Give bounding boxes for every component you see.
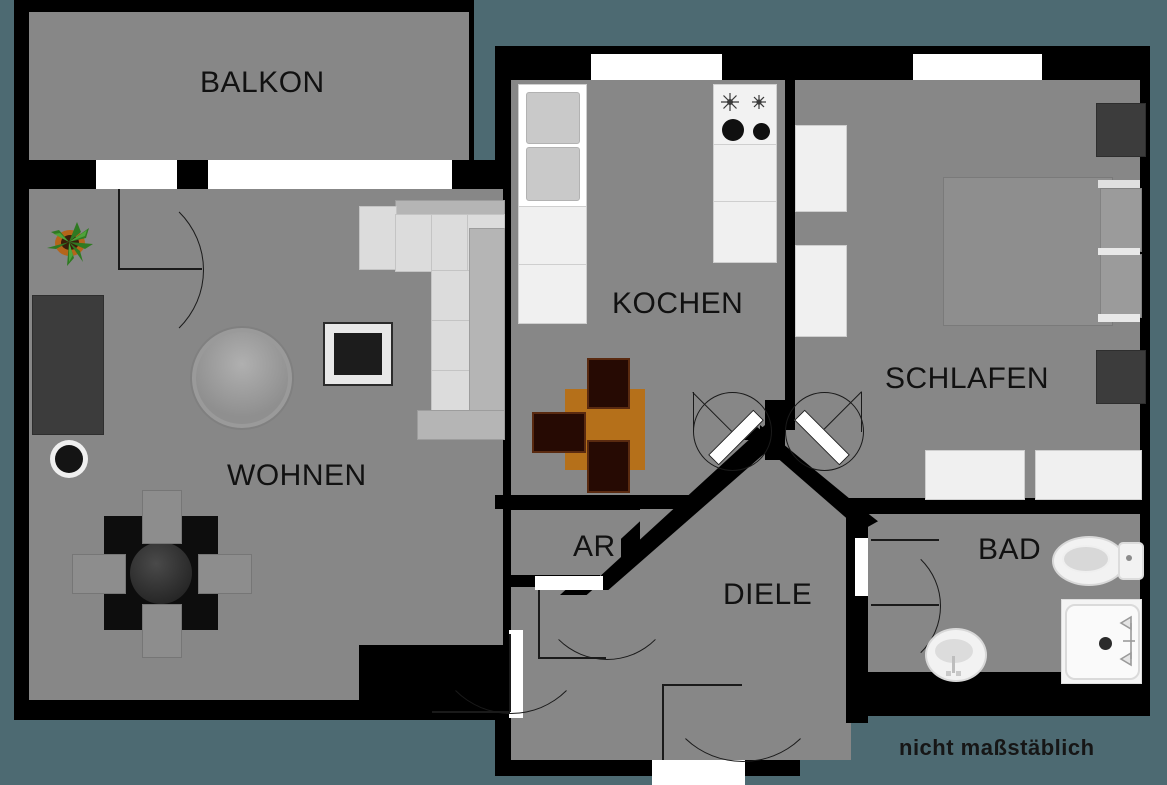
round-table-icon [190, 326, 294, 430]
scale-note: nicht maßstäblich [899, 735, 1095, 760]
speaker-icon [50, 440, 88, 478]
door-swing-entry [662, 684, 824, 762]
nightstand-top [1096, 103, 1146, 157]
sofa-seat-a [359, 206, 397, 270]
bed-headboard-upper [1098, 180, 1140, 188]
room-floor-balkon [29, 12, 469, 160]
bed-headboard-lower [1098, 248, 1140, 255]
sofa-seat-b [395, 214, 433, 272]
kitchen-cabinet-left-1 [518, 206, 587, 266]
window-balkon-left [96, 160, 177, 189]
window-diele-entry [652, 760, 745, 785]
toilet-icon [1052, 536, 1144, 586]
door-swing-diele-kochen [692, 392, 772, 471]
nightstand-bottom [1096, 350, 1146, 404]
bed-icon [943, 177, 1113, 326]
kitchen-chair-top [587, 358, 630, 409]
sink-icon [925, 628, 987, 682]
bed-pillow-top [1100, 188, 1142, 252]
bathtub-icon [1061, 599, 1142, 684]
dining-chair-left [72, 554, 126, 594]
fridge-icon [518, 84, 587, 208]
kitchen-counter-right-2 [713, 201, 777, 263]
door-swing-ar [538, 590, 676, 660]
room-label-diele: DIELE [723, 578, 813, 611]
room-label-kochen: KOCHEN [612, 287, 744, 320]
kitchen-chair-bottom [587, 440, 630, 493]
kitchen-cabinet-left-2 [518, 264, 587, 324]
door-swing-wohnen-diele [432, 634, 590, 714]
tv-icon [323, 322, 393, 386]
bedroom-shelf-top [795, 125, 847, 212]
door-swing-diele-schlafen [785, 391, 864, 471]
dining-round-table [130, 542, 192, 604]
door-swing-bad [871, 539, 941, 673]
bedroom-shelf-bottom [795, 245, 847, 337]
door-swing-balkon [118, 187, 204, 353]
bed-footboard [1098, 314, 1140, 322]
dining-chair-top [142, 490, 182, 544]
bed-pillow-bottom [1100, 254, 1142, 318]
room-label-wohnen: WOHNEN [227, 459, 367, 492]
kitchen-counter-right-1 [713, 144, 777, 203]
room-label-balkon: BALKON [200, 66, 325, 99]
dining-chair-bottom [142, 604, 182, 658]
wardrobe-right [1035, 450, 1142, 500]
wall-kochen-bottom [495, 495, 695, 509]
sofa-seat-c [431, 214, 469, 272]
stove-icon [713, 84, 777, 146]
kitchen-chair-left [532, 412, 586, 453]
sofa-back-right [469, 228, 505, 424]
room-label-schlafen: SCHLAFEN [885, 362, 1050, 395]
room-label-bad: BAD [978, 533, 1042, 566]
sofa-back-bottom [417, 410, 505, 440]
wall-center-stub [765, 400, 785, 460]
wardrobe-left [925, 450, 1025, 500]
window-schlafen-top [913, 54, 1042, 80]
wall-bad-top [846, 498, 1150, 514]
window-kochen-top [591, 54, 722, 80]
dining-chair-right [198, 554, 252, 594]
window-balkon-right [208, 160, 452, 189]
